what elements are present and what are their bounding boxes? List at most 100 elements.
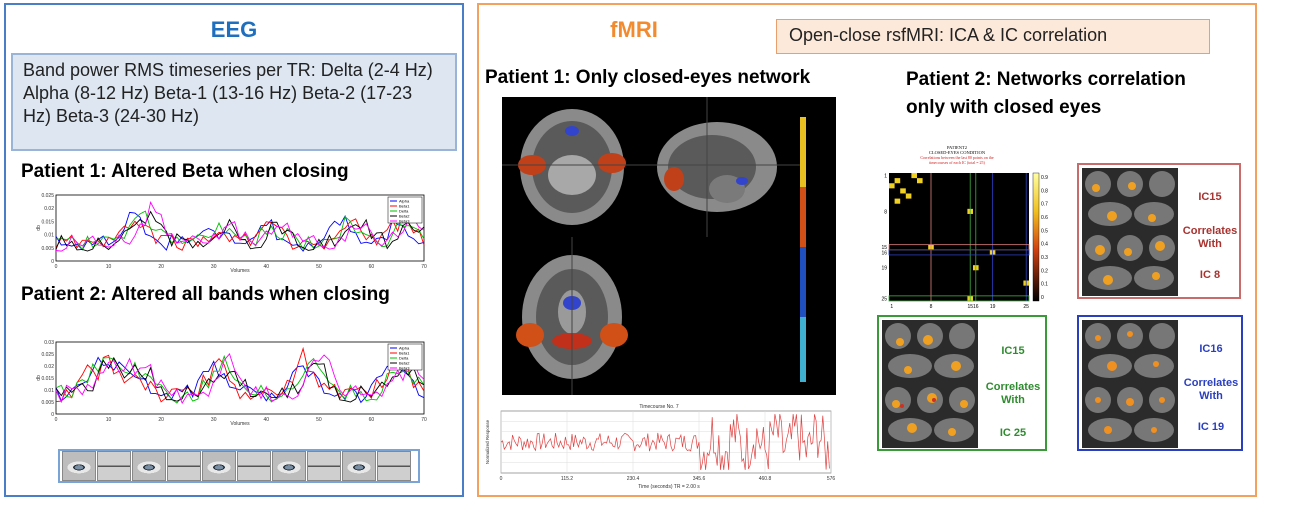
eeg-panel: EEG Band power RMS timeseries per TR: De… — [4, 3, 464, 497]
legend-entry: Delta — [399, 209, 409, 214]
eeg-patient1-label: Patient 1: Altered Beta when closing — [21, 161, 349, 182]
x-tick-label: 230.4 — [627, 476, 640, 482]
eeg-title: EEG — [210, 17, 258, 42]
band-power-description: Band power RMS timeseries per TR: Delta … — [11, 53, 457, 151]
legend-entry: Beta3 — [399, 366, 410, 371]
x-tick-label: 576 — [827, 476, 836, 482]
y-tick-label: 0.025 — [41, 352, 54, 358]
colorbar-tick: 0 — [1041, 295, 1044, 301]
matrix-subtitle-line1: Correlations between the last 80 points … — [920, 155, 993, 160]
ic16-ic19-label-a: IC16 — [1199, 343, 1223, 355]
x-tick-label: 345.6 — [693, 476, 706, 482]
fmri-patient2-label-line2: only with closed eyes — [906, 97, 1102, 118]
ic15-ic25-brain-grid — [882, 320, 978, 448]
x-tick-label: 60 — [369, 264, 375, 270]
ic15-ic8-label-b: Correlates With — [1182, 225, 1238, 250]
legend-entry: Beta2 — [399, 361, 410, 366]
y-tick-label: 0 — [51, 412, 54, 418]
x-tick-label: 30 — [211, 264, 217, 270]
ic15-ic25-panel: IC15 Correlates With IC 25 — [877, 315, 1047, 451]
brain-viewer — [502, 97, 836, 395]
eye-open-icon — [272, 451, 306, 481]
matrix-cell — [905, 193, 912, 199]
fmri-title: fMRI — [610, 17, 658, 42]
colorbar-tick: 0.1 — [1041, 282, 1048, 288]
eye-open-icon — [202, 451, 236, 481]
legend-entry: Alpha — [399, 199, 410, 204]
legend-entry: Beta1 — [399, 351, 410, 356]
legend-entry: Beta2 — [399, 214, 410, 219]
x-tick-label: 20 — [158, 417, 164, 423]
matrix-y-tick: 15 — [881, 245, 887, 251]
x-tick-label: 40 — [264, 417, 270, 423]
colorbar-tick: 0.2 — [1041, 268, 1048, 274]
matrix-cell — [917, 178, 923, 184]
eye-closed-icon — [307, 451, 341, 481]
matrix-y-tick: 19 — [881, 266, 887, 272]
matrix-cell — [900, 188, 906, 194]
y-tick-label: 0.01 — [44, 233, 54, 239]
matrix-title-line2: CLOSED-EYES CONDITION — [929, 150, 986, 155]
ic15-ic25-label-b: Correlates With — [985, 381, 1041, 406]
eye-open-icon — [132, 451, 166, 481]
eye-closed-icon — [237, 451, 271, 481]
brain-slices-svg — [502, 97, 806, 395]
matrix-cell — [894, 178, 901, 184]
x-tick-label: 70 — [421, 417, 427, 423]
matrix-y-tick: 25 — [881, 296, 887, 302]
x-tick-label: 50 — [316, 417, 322, 423]
x-tick-label: 70 — [421, 264, 427, 270]
x-tick-label: 0 — [500, 476, 503, 482]
fmri-patient2-label-line1: Patient 2: Networks correlation — [906, 69, 1186, 90]
timecourse-line — [500, 414, 830, 470]
legend-entry: Beta1 — [399, 204, 410, 209]
x-tick-label: 40 — [264, 264, 270, 270]
legend-entry: Beta3 — [399, 219, 410, 224]
colorbar-tick: 0.7 — [1041, 202, 1048, 208]
y-tick-label: 0.02 — [44, 364, 54, 370]
ic15-ic8-label-c: IC 8 — [1199, 269, 1221, 281]
y-tick-label: 0.015 — [41, 219, 54, 225]
x-tick-label: 0 — [55, 264, 58, 270]
ic15-ic8-brain-grid — [1082, 168, 1178, 296]
ic16-ic19-panel: IC16 Correlates With IC 19 — [1077, 315, 1243, 451]
matrix-x-tick: 1 — [890, 304, 893, 309]
fmri-patient1-label: Patient 1: Only closed-eyes network — [485, 67, 811, 88]
ic16-ic19-brain-grid — [1082, 320, 1178, 448]
x-axis-label: Volumes — [230, 421, 250, 426]
ic15-ic25-label-c: IC 25 — [999, 427, 1027, 439]
matrix-subtitle-line2: timecourses of each IC (total = 25) — [929, 160, 985, 165]
matrix-cell — [911, 173, 917, 179]
x-tick-label: 0 — [55, 417, 58, 423]
matrix-x-tick: 19 — [990, 304, 996, 309]
series-line — [55, 352, 425, 405]
matrix-cell — [889, 183, 895, 189]
colorbar-tick: 0.5 — [1041, 228, 1048, 234]
eye-closed-icon — [377, 451, 411, 481]
eye-closed-icon — [97, 451, 131, 481]
colorbar-tick: 0.9 — [1041, 175, 1048, 181]
y-axis-label: db — [36, 375, 42, 381]
x-tick-label: 10 — [106, 417, 112, 423]
y-tick-label: 0.015 — [41, 376, 54, 382]
fmri-panel: fMRI Open-close rsfMRI: ICA & IC correla… — [477, 3, 1257, 497]
y-tick-label: 0 — [51, 259, 54, 265]
x-tick-label: 50 — [316, 264, 322, 270]
colorbar-tick: 0.3 — [1041, 255, 1048, 261]
ica-description-box: Open-close rsfMRI: ICA & IC correlation — [776, 19, 1210, 54]
timecourse-y-label: Normalized Response — [485, 419, 490, 464]
legend-entry: Delta — [399, 356, 409, 361]
timecourse-x-label: Time (seconds) TR = 2.00 s — [638, 484, 700, 490]
y-axis-label: db — [36, 225, 42, 231]
matrix-x-tick: 1516 — [967, 304, 978, 309]
matrix-y-tick: 1 — [884, 174, 887, 180]
ic16-ic19-label-b: Correlates With — [1183, 377, 1239, 402]
ic15-ic25-label-a: IC15 — [1001, 345, 1025, 357]
eye-open-icon — [62, 451, 96, 481]
